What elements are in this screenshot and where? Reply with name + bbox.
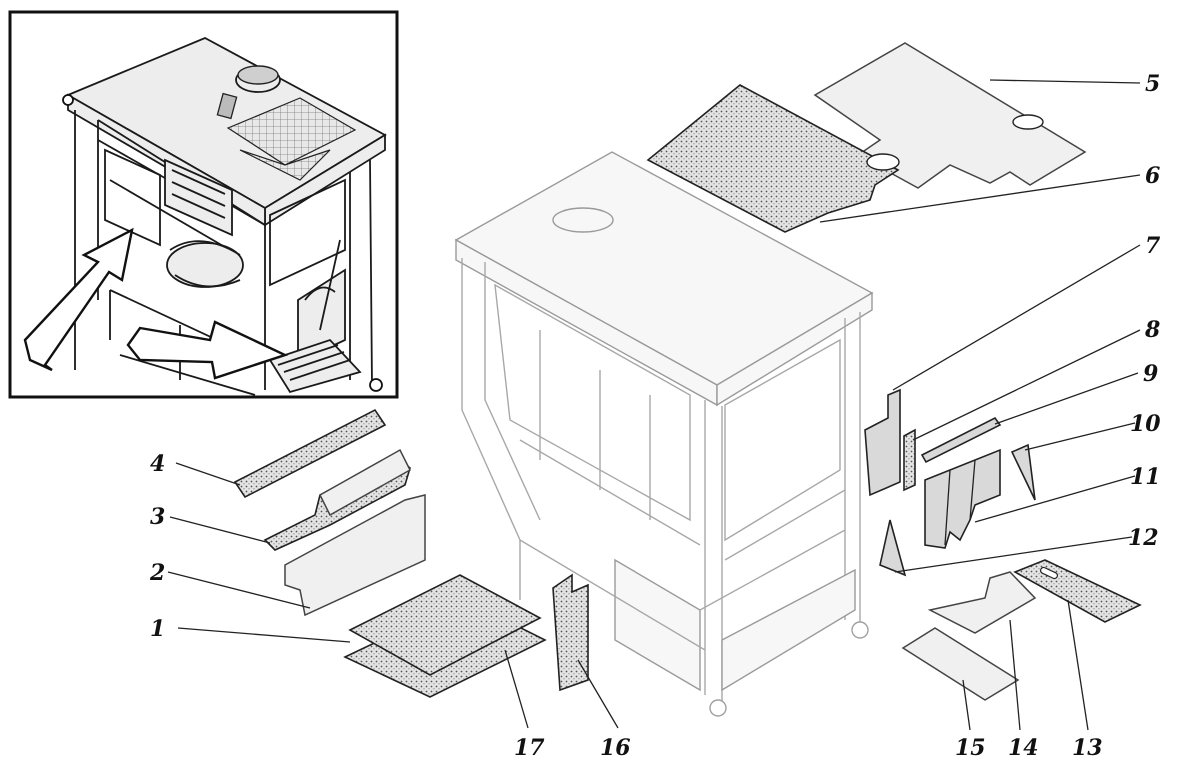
callout-17: 17: [514, 735, 545, 761]
part-9-bar: [920, 416, 1002, 464]
callout-16: 16: [600, 735, 631, 761]
callout-3: 3: [150, 504, 165, 530]
callout-15: 15: [955, 735, 986, 761]
cab-front-window: [494, 283, 691, 522]
callout-8: 8: [1144, 317, 1160, 343]
part-6-roof-mesh-panel: [646, 84, 900, 233]
part-10-wedge: [1010, 443, 1036, 501]
callout-2: 2: [149, 560, 165, 586]
inset-roof-grid: [226, 97, 357, 181]
inset-side-panel: [297, 268, 346, 364]
part-2-step-panel: [284, 494, 426, 617]
callout-4: 4: [150, 451, 165, 477]
cab-frame: [454, 151, 874, 717]
part-14-floor-plate: [927, 571, 1037, 634]
part-16-vertical-pad: [552, 573, 589, 692]
callout-5: 5: [1145, 71, 1160, 97]
part-4-strip-panel: [233, 408, 387, 499]
callout-7: 7: [1145, 233, 1161, 259]
callout-9: 9: [1143, 361, 1158, 387]
part-12-wedge: [879, 519, 907, 577]
part-11-split-panel: [924, 448, 1001, 549]
part-7-side-pad: [864, 388, 901, 497]
inset-arrow-left: [23, 227, 134, 372]
cab-roof-hatch: [552, 207, 614, 233]
callout-labels: 1 2 3 4 5 6 7 8 9 10 11 12 13 14 15 16 1…: [149, 71, 1161, 761]
callout-11: 11: [1130, 464, 1161, 490]
leader-lines: [167, 79, 1141, 731]
cab-side-window: [724, 338, 841, 542]
callout-13: 13: [1072, 735, 1103, 761]
callout-12: 12: [1128, 525, 1159, 551]
part-13-floor-plate: [1013, 559, 1142, 623]
cab-lower-box: [614, 558, 701, 692]
inset-arrow-right: [126, 320, 289, 380]
part-3-step-panel: [263, 448, 411, 551]
inset-cab-view: [8, 10, 399, 399]
part-5-roof-panel: [813, 42, 1087, 189]
inset-dashboard: [164, 158, 233, 237]
part-8-strip: [903, 428, 916, 492]
callout-1: 1: [150, 616, 165, 642]
callout-6: 6: [1145, 163, 1160, 189]
callout-14: 14: [1008, 735, 1039, 761]
part-15-floor-plate: [901, 627, 1020, 701]
callout-10: 10: [1130, 411, 1161, 437]
part-1-floor-mat-upper: [348, 574, 542, 676]
